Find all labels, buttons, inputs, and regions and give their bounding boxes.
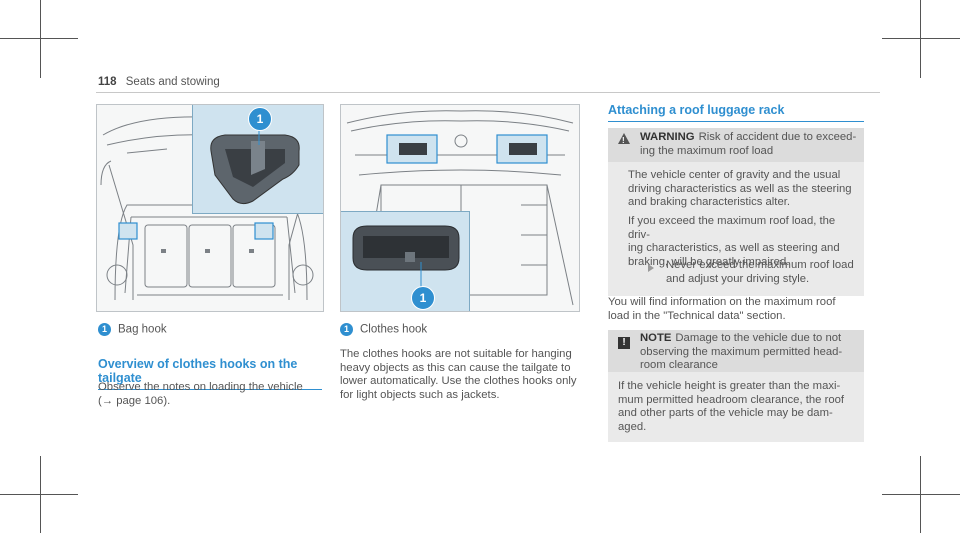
note-label: NOTE: [640, 332, 672, 344]
warning-paragraph: If you exceed the maximum roof load, the…: [628, 215, 840, 268]
caption-text: Clothes hook: [360, 323, 428, 336]
crop-mark: [882, 494, 960, 495]
crop-mark: [920, 0, 921, 78]
crop-mark: [40, 456, 41, 533]
note-header: [608, 330, 864, 372]
section-heading: Overview of clothes hooks on the tailgat…: [98, 357, 322, 390]
tailgate-illustration: [346, 110, 574, 306]
crop-mark: [882, 38, 960, 39]
warning-icon-mark: !: [622, 136, 625, 145]
clothes-hook-icon: [352, 225, 460, 288]
bag-hook-figure: 1: [96, 104, 324, 312]
page-number: 118: [98, 76, 117, 88]
callout-1: 1: [340, 323, 353, 336]
note-icon: !: [618, 337, 630, 349]
action-arrow-icon: [648, 264, 654, 272]
crop-mark: [920, 456, 921, 533]
warning-action: Never exceed the maximum roof load and a…: [666, 259, 854, 285]
caption-text: Bag hook: [118, 323, 167, 336]
crop-mark: [0, 38, 78, 39]
crop-mark: [0, 494, 78, 495]
body-text: The clothes hooks are not suitable for h…: [340, 348, 577, 401]
callout-1: 1: [248, 107, 272, 131]
info-text: You will find information on the maximum…: [608, 296, 836, 322]
warning-label: WARNING: [640, 131, 695, 143]
clothes-hook-detail-inset: 1: [341, 211, 470, 311]
warning-icon: [618, 133, 630, 144]
callout-1: 1: [411, 286, 435, 310]
warning-paragraph: The vehicle center of gravity and the us…: [628, 169, 852, 208]
figure-caption: 1 Bag hook: [98, 323, 167, 336]
header-rule: [96, 92, 880, 93]
section-title: Seats and stowing: [125, 76, 220, 88]
page-header: 118 Seats and stowing: [98, 76, 220, 88]
section-heading: Attaching a roof luggage rack: [608, 103, 864, 122]
crop-mark: [40, 0, 41, 78]
bag-hook-detail-inset: 1: [192, 105, 323, 214]
bag-hook-icon: [210, 117, 300, 205]
warning-header: [608, 128, 864, 162]
callout-1: 1: [98, 323, 111, 336]
clothes-hook-figure: 1: [340, 104, 580, 312]
body-text: Observe the notes on loading the vehicle…: [98, 381, 324, 408]
page-reference[interactable]: (→ page 106).: [98, 394, 171, 407]
figure-caption: 1 Clothes hook: [340, 323, 427, 336]
note-paragraph: If the vehicle height is greater than th…: [618, 380, 845, 433]
